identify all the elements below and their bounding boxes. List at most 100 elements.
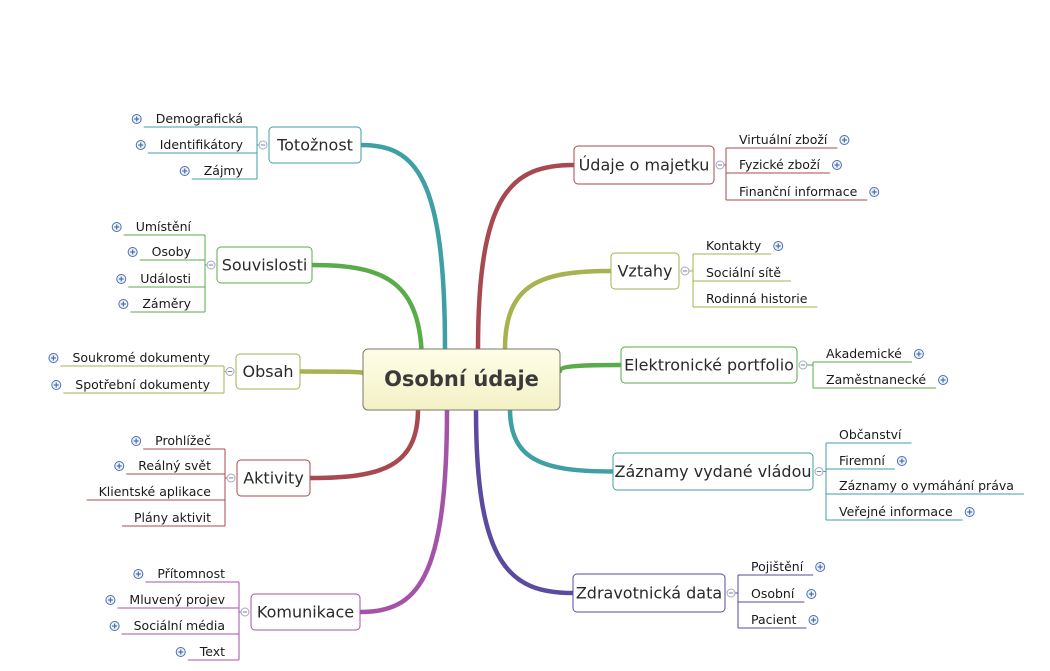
subtopic-zdravotnicka-0[interactable]: Pojištění bbox=[738, 559, 826, 576]
expand-icon[interactable] bbox=[111, 222, 122, 232]
connector-portfolio bbox=[557, 362, 624, 374]
subtopic-majetek-0[interactable]: Virtuální zboží bbox=[726, 132, 850, 149]
topic-komunikace[interactable]: Komunikace bbox=[240, 593, 361, 631]
subtopic-totoznost-2[interactable]: Zájmy bbox=[179, 163, 257, 180]
subtopic-zdravotnicka-2[interactable]: Pacient bbox=[738, 612, 819, 629]
subtopic-majetek-1[interactable]: Fyzické zboží bbox=[726, 157, 842, 174]
expand-icon[interactable] bbox=[839, 135, 850, 145]
subtopic-totoznost-0[interactable]: Demografická bbox=[131, 111, 257, 128]
central-topic-box[interactable] bbox=[362, 348, 561, 411]
subtopic-obsah-0[interactable]: Soukromé dokumenty bbox=[48, 350, 224, 367]
subtopic-souvislosti-0[interactable]: Umístění bbox=[111, 219, 205, 236]
expand-icon[interactable] bbox=[179, 166, 190, 176]
collapse-icon[interactable] bbox=[258, 140, 268, 150]
collapse-icon[interactable] bbox=[715, 160, 725, 170]
subtopic-label: Kontakty bbox=[706, 238, 762, 253]
subtopic-majetek-2[interactable]: Finanční informace bbox=[726, 184, 880, 201]
topic-box[interactable] bbox=[250, 593, 361, 631]
expand-icon[interactable] bbox=[913, 349, 924, 359]
subtopic-aktivity-1[interactable]: Reálný svět bbox=[114, 458, 225, 475]
subtopic-label: Pojištění bbox=[751, 559, 804, 574]
subtopic-portfolio-0[interactable]: Akademické bbox=[813, 346, 924, 363]
expand-icon[interactable] bbox=[51, 380, 62, 390]
subtopic-zaznamy-2[interactable]: Záznamy o vymáhání práva bbox=[826, 478, 1024, 495]
expand-icon[interactable] bbox=[114, 461, 125, 471]
expand-icon[interactable] bbox=[938, 375, 949, 385]
topic-box[interactable] bbox=[612, 452, 814, 491]
subtopic-souvislosti-3[interactable]: Záměry bbox=[118, 296, 205, 313]
subtopic-totoznost-1[interactable]: Identifikátory bbox=[135, 137, 257, 154]
expand-icon[interactable] bbox=[806, 589, 817, 599]
topic-vztahy[interactable]: Vztahy bbox=[610, 252, 690, 290]
collapse-icon[interactable] bbox=[798, 360, 808, 370]
subtopic-aktivity-2[interactable]: Klientské aplikace bbox=[86, 484, 225, 501]
subtopic-souvislosti-1[interactable]: Osoby bbox=[127, 244, 205, 261]
subtopic-komunikace-0[interactable]: Přítomnost bbox=[133, 566, 239, 583]
subtopic-zdravotnicka-1[interactable]: Osobní bbox=[738, 586, 817, 603]
collapse-icon[interactable] bbox=[206, 260, 216, 270]
topic-zdravotnicka[interactable]: Zdravotnická data bbox=[572, 573, 736, 613]
subtopic-aktivity-3[interactable]: Plány aktivit bbox=[121, 510, 225, 527]
collapse-icon[interactable] bbox=[225, 367, 235, 376]
subtopic-vztahy-0[interactable]: Kontakty bbox=[693, 238, 784, 255]
collapse-icon[interactable] bbox=[814, 467, 824, 476]
topic-box[interactable] bbox=[235, 353, 301, 390]
topic-box[interactable] bbox=[216, 246, 313, 284]
expand-icon[interactable] bbox=[869, 187, 880, 197]
subtopic-zaznamy-1[interactable]: Firemní bbox=[826, 453, 907, 470]
expand-icon[interactable] bbox=[109, 621, 120, 631]
topic-majetek[interactable]: Údaje o majetku bbox=[573, 145, 725, 185]
expand-icon[interactable] bbox=[116, 274, 127, 284]
topic-souvislosti[interactable]: Souvislosti bbox=[206, 246, 313, 284]
collapse-icon[interactable] bbox=[680, 266, 690, 276]
expand-icon[interactable] bbox=[48, 353, 59, 363]
topic-box[interactable] bbox=[268, 126, 362, 164]
topic-box[interactable] bbox=[236, 459, 311, 497]
topic-portfolio[interactable]: Elektronické portfolio bbox=[620, 346, 808, 384]
topic-box[interactable] bbox=[610, 252, 680, 290]
expand-icon[interactable] bbox=[808, 615, 819, 625]
subtopic-portfolio-1[interactable]: Zaměstnanecké bbox=[813, 372, 949, 389]
topic-box[interactable] bbox=[620, 346, 798, 384]
subtopic-obsah-1[interactable]: Spotřební dokumenty bbox=[51, 377, 224, 394]
connector-souvislosti bbox=[309, 262, 425, 368]
subtopic-zaznamy-0[interactable]: Občanství bbox=[826, 427, 912, 444]
topic-zaznamy[interactable]: Záznamy vydané vládou bbox=[612, 452, 824, 491]
collapse-icon[interactable] bbox=[226, 473, 236, 483]
subtopic-komunikace-2[interactable]: Sociální média bbox=[109, 618, 239, 635]
expand-icon[interactable] bbox=[964, 507, 975, 517]
topic-aktivity[interactable]: Aktivity bbox=[226, 459, 311, 497]
topic-obsah[interactable]: Obsah bbox=[225, 353, 301, 390]
central-topic[interactable]: Osobní údaje bbox=[362, 348, 561, 411]
expand-icon[interactable] bbox=[131, 114, 142, 124]
expand-icon[interactable] bbox=[127, 247, 138, 257]
subtopic-vztahy-2[interactable]: Rodinná historie bbox=[693, 291, 818, 308]
expand-icon[interactable] bbox=[135, 140, 146, 150]
expand-icon[interactable] bbox=[175, 647, 186, 657]
expand-icon[interactable] bbox=[896, 456, 907, 466]
subtopic-komunikace-3[interactable]: Text bbox=[175, 644, 239, 661]
topic-totoznost[interactable]: Totožnost bbox=[258, 126, 362, 164]
subtopic-vztahy-1[interactable]: Sociální sítě bbox=[693, 265, 792, 282]
collapse-icon[interactable] bbox=[240, 607, 250, 617]
topic-box[interactable] bbox=[572, 573, 726, 613]
subtopic-komunikace-1[interactable]: Mluvený projev bbox=[105, 592, 239, 609]
expand-icon[interactable] bbox=[131, 436, 142, 446]
subtopic-label: Spotřební dokumenty bbox=[75, 377, 210, 392]
subtopic-souvislosti-2[interactable]: Události bbox=[116, 271, 205, 288]
subtopic-label: Zaměstnanecké bbox=[826, 372, 926, 387]
expand-icon[interactable] bbox=[773, 241, 784, 251]
topic-label: Aktivity bbox=[243, 469, 304, 488]
subtopic-aktivity-0[interactable]: Prohlížeč bbox=[131, 433, 225, 450]
topic-label: Zdravotnická data bbox=[576, 584, 722, 603]
expand-icon[interactable] bbox=[133, 569, 144, 579]
collapse-icon[interactable] bbox=[726, 588, 736, 598]
expand-icon[interactable] bbox=[105, 595, 116, 605]
expand-icon[interactable] bbox=[118, 299, 129, 309]
expand-icon[interactable] bbox=[815, 562, 826, 572]
subtopic-label: Text bbox=[199, 644, 225, 659]
subtopic-zaznamy-3[interactable]: Veřejné informace bbox=[826, 504, 975, 521]
topic-box[interactable] bbox=[573, 145, 715, 185]
expand-icon[interactable] bbox=[831, 160, 842, 170]
subtopic-label: Akademické bbox=[826, 346, 902, 361]
